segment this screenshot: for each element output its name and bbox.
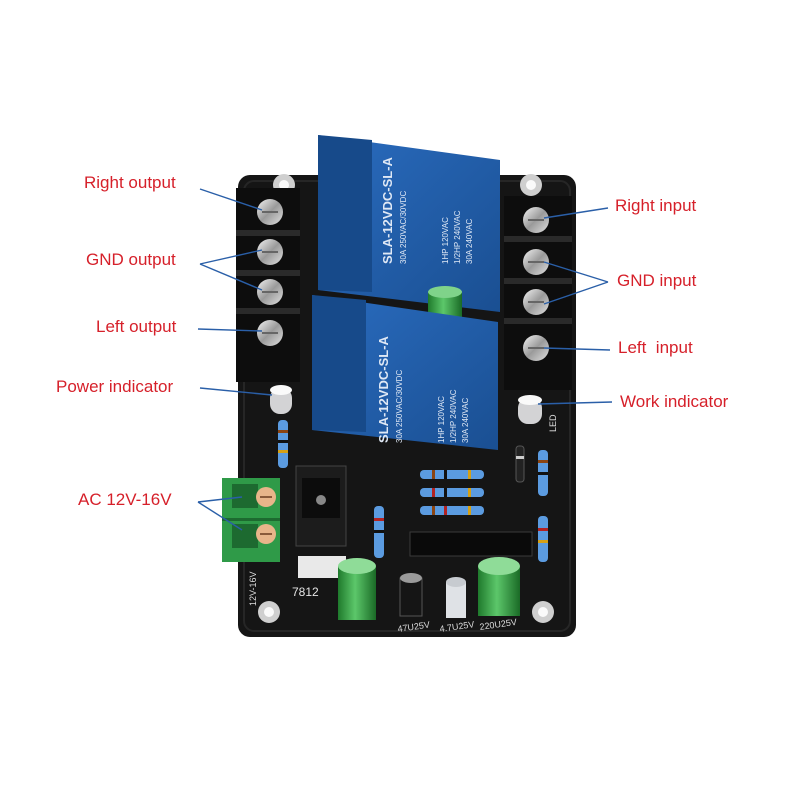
leader-ac-2: [197, 501, 243, 531]
cap-mid-silk: 4.7U25V: [439, 619, 475, 634]
label-gnd-output: GND output: [86, 250, 176, 269]
power-led: [270, 385, 292, 414]
relay-top-model: SLA-12VDC-SL-A: [380, 156, 395, 264]
label-work-indicator: Work indicator: [620, 392, 729, 411]
label-power-indicator: Power indicator: [56, 377, 174, 396]
ic-chip: [409, 531, 533, 557]
leader-gnd-input-1: [543, 261, 609, 283]
leader-work-indicator: [537, 401, 613, 405]
leader-gnd-output-1: [199, 249, 263, 265]
leader-gnd-output-2: [199, 263, 263, 291]
relay-bottom-rating-1: 30A 250VAC/30VDC: [395, 370, 404, 443]
right-terminal-strip: [504, 196, 572, 390]
label-gnd-input: GND input: [617, 271, 697, 290]
label-left-output: Left output: [96, 317, 177, 336]
leader-gnd-input-2: [543, 281, 609, 305]
leader-right-input: [543, 207, 609, 219]
relay-top-rating-1: 30A 250VAC/30VDC: [399, 191, 408, 264]
relay-bottom-rating-4: 30A 240VAC: [461, 398, 470, 443]
label-right-output: Right output: [84, 173, 176, 192]
leader-lines: [197, 188, 613, 531]
leader-left-input: [543, 347, 611, 351]
leader-left-output: [197, 328, 263, 332]
regulator-7812: 7812: [292, 465, 347, 599]
leader-power-indicator: [199, 387, 273, 396]
work-led: LED: [518, 395, 558, 432]
relay-bottom: SLA-12VDC-SL-A 30A 250VAC/30VDC 1HP 120V…: [312, 295, 498, 450]
relay-bottom-model: SLA-12VDC-SL-A: [376, 335, 391, 443]
relay-bottom-rating-3: 1/2HP 240VAC: [449, 389, 458, 443]
left-terminal-strip: [236, 188, 300, 382]
side-silk: 12V-16V: [248, 571, 258, 606]
ac-terminal-block: 12V-16V: [222, 478, 280, 606]
relay-top-rating-2: 1HP 120VAC: [441, 217, 450, 264]
led-silk: LED: [548, 414, 558, 432]
label-ac-input: AC 12V-16V: [78, 490, 172, 509]
relay-top-rating-3: 1/2HP 240VAC: [453, 210, 462, 264]
leader-right-output: [199, 188, 263, 211]
resistors: [278, 420, 548, 562]
label-right-input: Right input: [615, 196, 697, 215]
cap-left-silk: 47U25V: [397, 620, 431, 634]
label-left-input: Left input: [618, 338, 693, 357]
capacitors-bottom: 47U25V 4.7U25V 220U25V: [338, 557, 520, 634]
leader-ac-1: [197, 496, 243, 503]
relay-top-rating-4: 30A 240VAC: [465, 219, 474, 264]
relay-bottom-rating-2: 1HP 120VAC: [437, 396, 446, 443]
relay-top: SLA-12VDC-SL-A 30A 250VAC/30VDC 1HP 120V…: [318, 135, 500, 312]
regulator-silk: 7812: [292, 585, 319, 599]
